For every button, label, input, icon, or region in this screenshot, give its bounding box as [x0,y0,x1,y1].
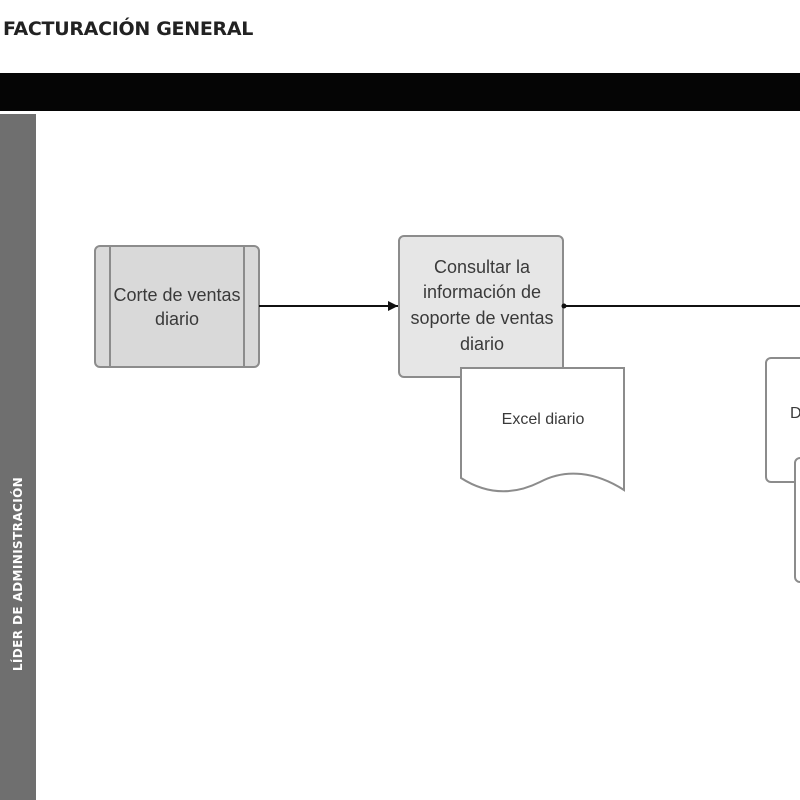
document-node[interactable] [460,367,625,493]
header-bar [0,73,800,111]
page-title: FACTURACIÓN GENERAL [3,18,254,40]
subprocess-label: Corte de ventas diario [113,285,241,329]
process-label: Consultar la información de soporte de v… [410,256,554,354]
partial-document-node[interactable] [794,457,800,583]
partial-process-label: D [790,405,800,422]
connector-start-dot [561,303,567,309]
swimlane-label-strip: LÍDER DE ADMINISTRACIÓN [0,114,36,800]
swimlane-body [36,114,800,800]
document-label: Excel diario [501,410,585,428]
